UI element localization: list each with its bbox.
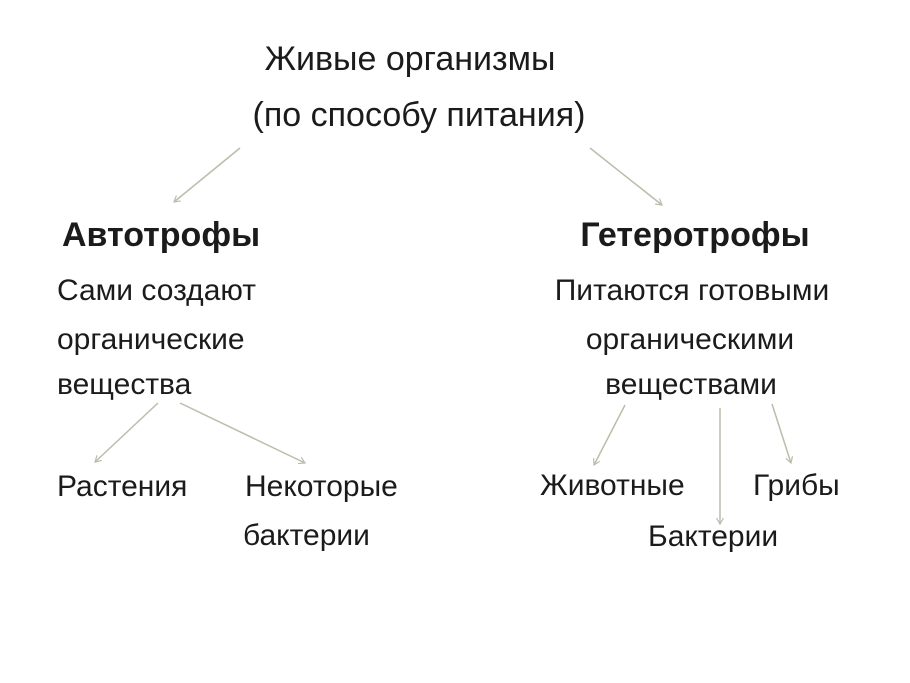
arrow-heterotrophs-to-fungi [771,403,794,465]
heterotrophs-description-line1: Питаются готовыми [554,274,830,307]
heterotrophs-description-line2: органическими [585,323,795,356]
heterotrophs-heading: Гетеротрофы [580,216,810,254]
arrow-title-to-heterotrophs [589,147,663,206]
autotrophs-description-line1: Сами создают [57,274,256,307]
autotrophs-description-line3: вещества [57,368,192,401]
arrow-autotrophs-to-some-bacteria [179,402,307,465]
leaf-fungi-label: Грибы [753,469,840,502]
leaf-bacteria-label: Бактерии [648,520,779,553]
arrow-autotrophs-to-plants [94,402,159,463]
slide-title-line2: (по способу питания) [252,96,586,134]
autotrophs-description-line2: органические [57,323,245,356]
autotrophs-heading: Автотрофы [62,216,261,254]
leaf-some-bacteria-label-line1: Некоторые [245,470,398,503]
arrow-heterotrophs-to-animals [593,404,626,467]
leaf-some-bacteria-label-line2: бактерии [243,519,370,552]
heterotrophs-description-line3: веществами [605,368,777,401]
leaf-plants-label: Растения [57,470,188,503]
leaf-animals-label: Животные [540,469,685,502]
arrow-title-to-autotrophs [173,147,241,203]
slide-title-line1: Живые организмы [264,40,556,78]
